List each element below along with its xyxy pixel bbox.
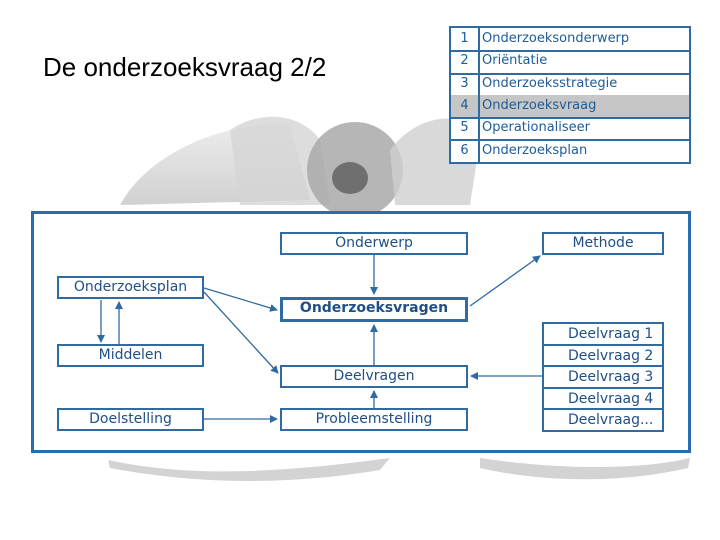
step-label: Onderzoeksplan (482, 142, 588, 158)
steps-list: 1 Onderzoeksonderwerp 2 Oriëntatie 3 Ond… (449, 26, 691, 164)
step-number: 4 (451, 94, 480, 118)
box-onderzoeksvragen: Onderzoeksvragen (280, 297, 468, 322)
slide-title: De onderzoeksvraag 2/2 (43, 52, 327, 82)
step-number: 1 (451, 28, 480, 51)
step-label: Onderzoeksstrategie (482, 75, 618, 91)
box-probleemstelling: Probleemstelling (280, 408, 468, 431)
step-item-3: 3 Onderzoeksstrategie (451, 72, 689, 97)
step-item-1: 1 Onderzoeksonderwerp (451, 28, 689, 53)
box-deelvragen: Deelvragen (280, 365, 468, 388)
step-item-4-active: 4 Onderzoeksvraag (451, 94, 689, 120)
box-onderwerp: Onderwerp (280, 232, 468, 255)
step-label: Oriëntatie (482, 53, 548, 69)
deelvraag-item: Deelvraag 1 (544, 324, 662, 346)
step-number: 6 (451, 139, 480, 162)
box-middelen: Middelen (57, 344, 204, 367)
step-item-5: 5 Operationaliseer (451, 117, 689, 142)
step-item-6: 6 Onderzoeksplan (451, 139, 689, 162)
step-item-2: 2 Oriëntatie (451, 50, 689, 75)
box-doelstelling: Doelstelling (57, 408, 204, 431)
step-number: 2 (451, 50, 480, 73)
deelvraag-item: Deelvraag... (568, 412, 654, 429)
deelvraag-item: Deelvraag 3 (544, 367, 662, 389)
box-methode: Methode (542, 232, 664, 255)
step-number: 5 (451, 117, 480, 140)
deelvraag-stack: Deelvraag 1 Deelvraag 2 Deelvraag 3 Deel… (542, 322, 664, 432)
step-label: Onderzoeksonderwerp (482, 31, 630, 46)
deelvraag-item: Deelvraag 4 (544, 389, 662, 411)
step-label: Operationaliseer (482, 120, 590, 136)
box-onderzoeksplan: Onderzoeksplan (57, 276, 204, 299)
deelvraag-item: Deelvraag 2 (544, 346, 662, 368)
step-number: 3 (451, 72, 480, 95)
step-label: Onderzoeksvraag (482, 97, 597, 113)
